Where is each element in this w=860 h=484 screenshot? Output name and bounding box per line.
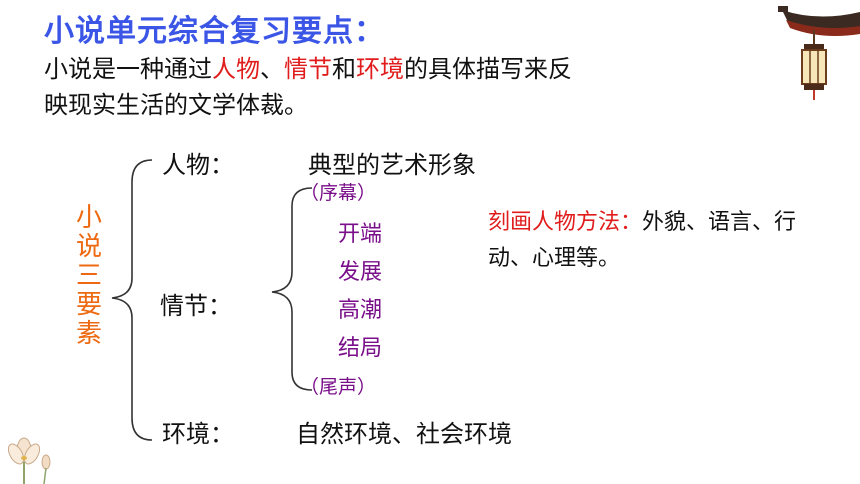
three-elements-label: 小说三要素: [75, 203, 102, 349]
page-title: 小说单元综合复习要点：: [44, 14, 385, 49]
plot-stage: 结局: [338, 336, 383, 361]
character-value: 典型的艺术形象: [308, 151, 476, 179]
pagoda-lantern-icon: [778, 6, 860, 100]
definition-conjunction: 和: [332, 55, 356, 83]
term-setting: 环境: [356, 55, 404, 83]
plot-brace: [271, 187, 313, 391]
plot-stage: 发展: [338, 260, 383, 285]
character-method-note: 刻画人物方法：外貌、语言、行动、心理等。: [488, 205, 818, 277]
plot-epilogue: （尾声）: [300, 376, 377, 398]
definition-suffix: 的具体描写来反: [404, 55, 572, 83]
lotus-icon: [7, 437, 51, 484]
definition-prefix: 小说是一种通过: [44, 55, 212, 83]
method-text: 外貌、语言、行动、心理等。: [488, 210, 797, 271]
method-label: 刻画人物方法：: [488, 210, 643, 235]
plot-stage: 高潮: [338, 298, 383, 323]
definition-separator: 、: [260, 55, 284, 83]
plot-stage: 开端: [338, 222, 383, 247]
definition-line-1: 小说是一种通过人物、情节和环境的具体描写来反: [44, 52, 572, 86]
term-character: 人物: [212, 55, 260, 83]
plot-label: 情节：: [160, 292, 232, 320]
setting-value: 自然环境、社会环境: [296, 420, 512, 448]
character-label: 人物：: [162, 151, 234, 179]
term-plot: 情节: [284, 55, 332, 83]
definition-line-2: 映现实生活的文学体裁。: [44, 91, 308, 119]
setting-label: 环境：: [162, 420, 234, 448]
main-brace: [111, 159, 153, 441]
plot-prologue: （序幕）: [300, 182, 377, 204]
